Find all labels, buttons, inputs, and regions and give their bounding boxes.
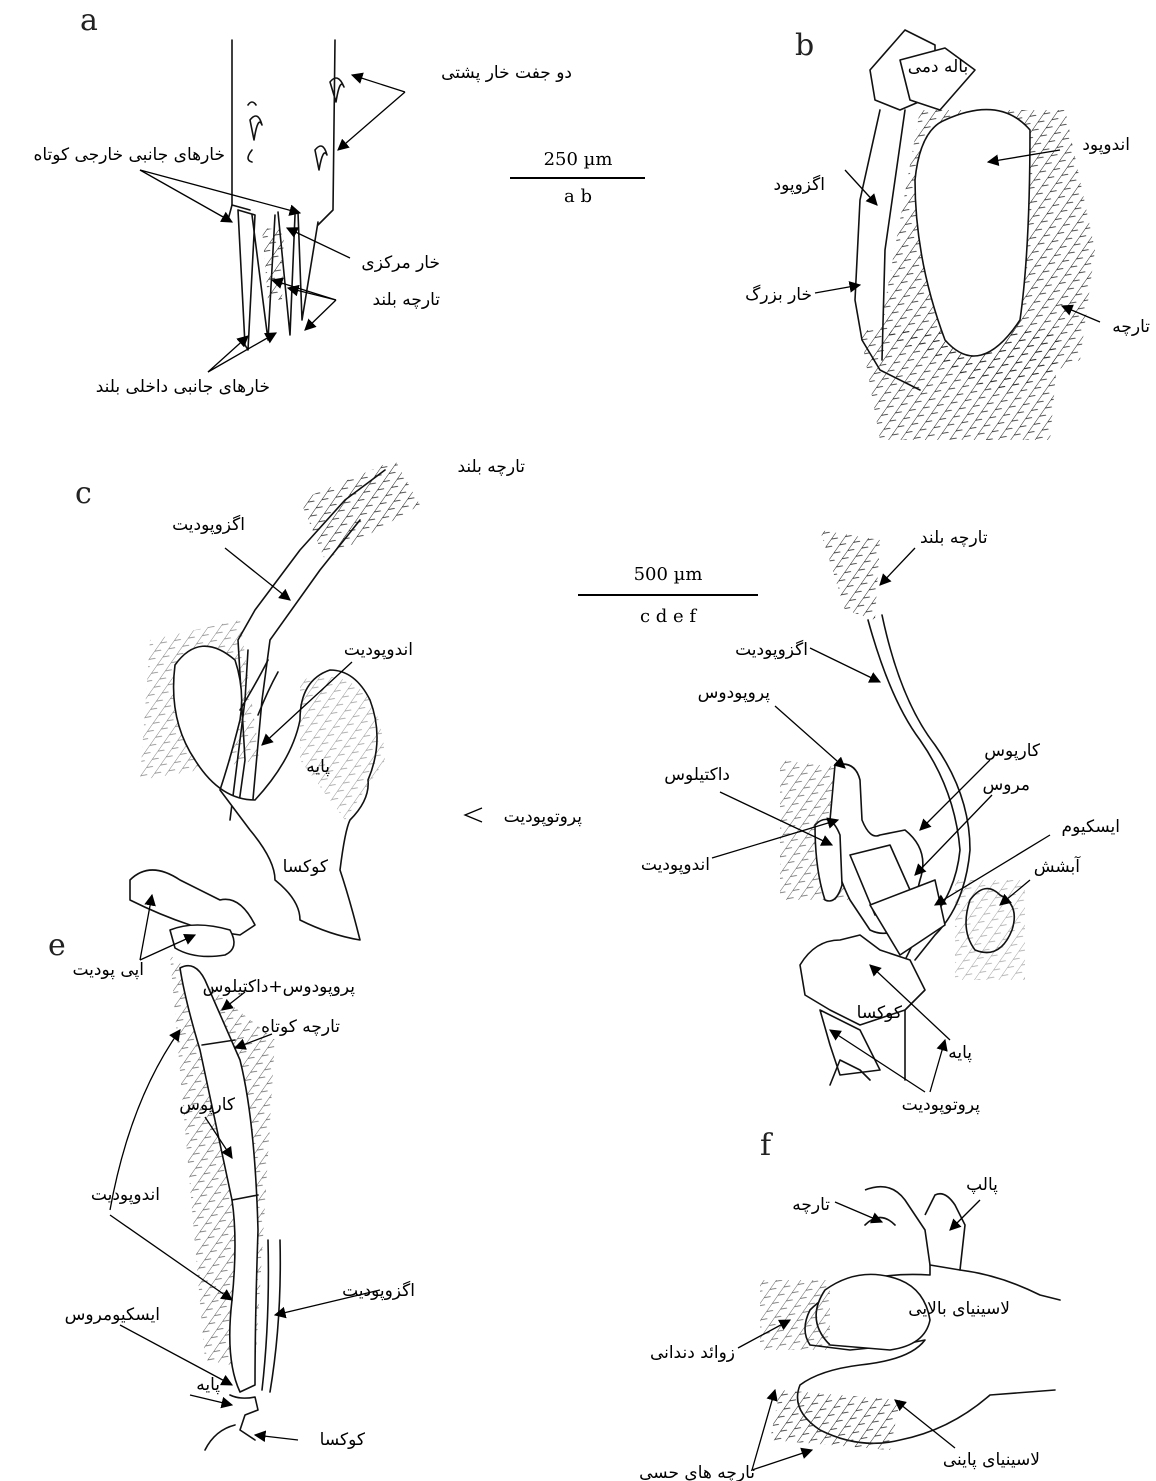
label-protopodite-d: پروتوپودیت (902, 1095, 981, 1115)
label-gill: آبشش (1034, 855, 1082, 877)
label-ischiomerus: ایسکیومروس (65, 1305, 160, 1325)
panel-label-b: b (795, 28, 814, 63)
arrow-propodus (775, 706, 845, 768)
arrow-setae-2 (288, 288, 336, 300)
label-carpus-d: کارپوس (984, 741, 1041, 761)
label-exopodite-c: اگزوپودیت (172, 514, 245, 535)
label-endopod-b: اندوپود (1082, 135, 1130, 155)
label-basis-d: پایه (948, 1043, 972, 1063)
arrow-dorsal-1 (352, 75, 405, 92)
label-coxa-c: کوکسا (283, 857, 329, 877)
label-long-seta-c: تارچه بلند (457, 457, 525, 477)
label-propodus: پروپودوس (698, 683, 771, 703)
arrow-protopodite-d-2 (930, 1040, 945, 1092)
label-upper-lacinia: لاسینیای بالایی (908, 1299, 1010, 1319)
panel-b: b باله دمی اندوپود اگزوپود خار بزرگ تارچ… (745, 28, 1150, 440)
arrow-long-seta-d (880, 548, 915, 585)
panel-d: تارچه بلند اگزوپودیت پروپودوس کارپوس مرو… (641, 528, 1120, 1115)
arrow-exopodite-e (275, 1290, 380, 1315)
arrow-outer-2 (140, 170, 300, 213)
label-lower-lacinia: لاسینیای پاینی (943, 1450, 1040, 1470)
label-sensory-setae: تارچه های حسی (639, 1463, 755, 1481)
arrow-endopodite-e-1 (110, 1030, 180, 1210)
label-basis-c: پایه (306, 757, 330, 777)
panel-label-f: f (760, 1128, 773, 1163)
label-epipodite: اپی پودیت (72, 960, 144, 980)
arrow-inner-2 (208, 333, 276, 372)
panel-f: f پالپ تارچه لاسینیای بالایی زوائد دندان… (639, 1128, 1060, 1481)
label-dorsal-spines: دو جفت خار پشتی (441, 63, 572, 83)
arrow-outer-1 (140, 170, 232, 222)
arrow-central (287, 228, 350, 258)
arrow-sensory-1 (752, 1390, 775, 1470)
brace-protopodite-c (465, 808, 482, 822)
panel-label-e: e (48, 928, 66, 963)
label-outer-lateral-spines: خارهای جانبی خارجی کوتاه (33, 145, 225, 165)
label-inner-lateral-spines: خارهای جانبی داخلی بلند (96, 377, 270, 397)
scale-cdef-panels: c d e f (640, 606, 697, 627)
uropod-drawing (855, 30, 1095, 440)
label-merus: مروس (983, 775, 1030, 795)
label-dactylus: داکتیلوس (664, 765, 730, 785)
label-palp: پالپ (966, 1175, 998, 1195)
label-long-seta-d: تارچه بلند (920, 528, 988, 548)
scale-bar-cdef: 500 µm c d e f (578, 564, 758, 627)
label-protopodite-c: پروتوپودیت (504, 807, 583, 827)
scale-bar-ab: 250 µm a b (510, 149, 645, 207)
label-long-setae-a: تارچه بلند (372, 290, 440, 310)
arrow-merus (915, 795, 992, 875)
scale-ab-value: 250 µm (544, 149, 613, 170)
label-carpus-e: کارپوس (179, 1095, 236, 1115)
arrow-sensory-2 (752, 1450, 812, 1470)
label-endopodite-d: اندوپودیت (641, 855, 710, 875)
label-coxa-e: کوکسا (320, 1430, 366, 1450)
arrow-coxa-e (255, 1435, 298, 1440)
arrow-seta-f (835, 1202, 882, 1222)
arrow-exopodite-d (810, 648, 880, 682)
panel-a: a دو جفت خار پشتی خارهای جانبی خارجی کوت… (33, 3, 572, 397)
arrow-dorsal-2 (338, 92, 405, 150)
label-seta-b: تارچه (1112, 317, 1150, 337)
label-ischium: ایسکیوم (1062, 817, 1120, 837)
label-coxa-d: کوکسا (857, 1003, 903, 1023)
label-telson: باله دمی (908, 57, 968, 77)
label-endopodite-e: اندوپودیت (91, 1185, 160, 1205)
label-basis-e: پایه (196, 1375, 220, 1395)
arrow-inner-1 (208, 336, 248, 372)
arrow-setae-3 (305, 300, 336, 330)
label-big-spine: خار بزرگ (745, 284, 812, 305)
telson-drawing (228, 40, 344, 350)
arrow-exopod-b (845, 170, 877, 205)
panel-e: e پروپودوس+داکتیلوس تارچه کوتاه کارپوس ا… (48, 928, 415, 1450)
label-propodus-dactylus: پروپودوس+داکتیلوس (203, 977, 356, 997)
panel-label-c: c (75, 476, 92, 511)
panel-label-a: a (80, 3, 98, 38)
panel-c: c تارچه بلند اگزوپودیت اندوپودیت پایه کو… (72, 457, 582, 980)
scale-cdef-value: 500 µm (634, 564, 703, 585)
pereiopod-drawing (780, 530, 1025, 1085)
label-central-spine: خار مرکزی (361, 253, 440, 273)
label-exopod-b: اگزوپود (774, 174, 826, 195)
arrow-exopodite-c (225, 548, 290, 600)
scale-ab-panels: a b (564, 186, 592, 207)
arrow-basis-e (190, 1395, 232, 1405)
arrow-big-spine (815, 285, 860, 293)
label-exopodite-d: اگزوپودیت (735, 639, 808, 660)
label-endopodite-c: اندوپودیت (344, 640, 413, 660)
label-teeth: زوائد دندانی (650, 1343, 735, 1363)
label-short-seta: تارچه کوتاه (261, 1017, 340, 1037)
label-seta-f: تارچه (792, 1195, 830, 1215)
